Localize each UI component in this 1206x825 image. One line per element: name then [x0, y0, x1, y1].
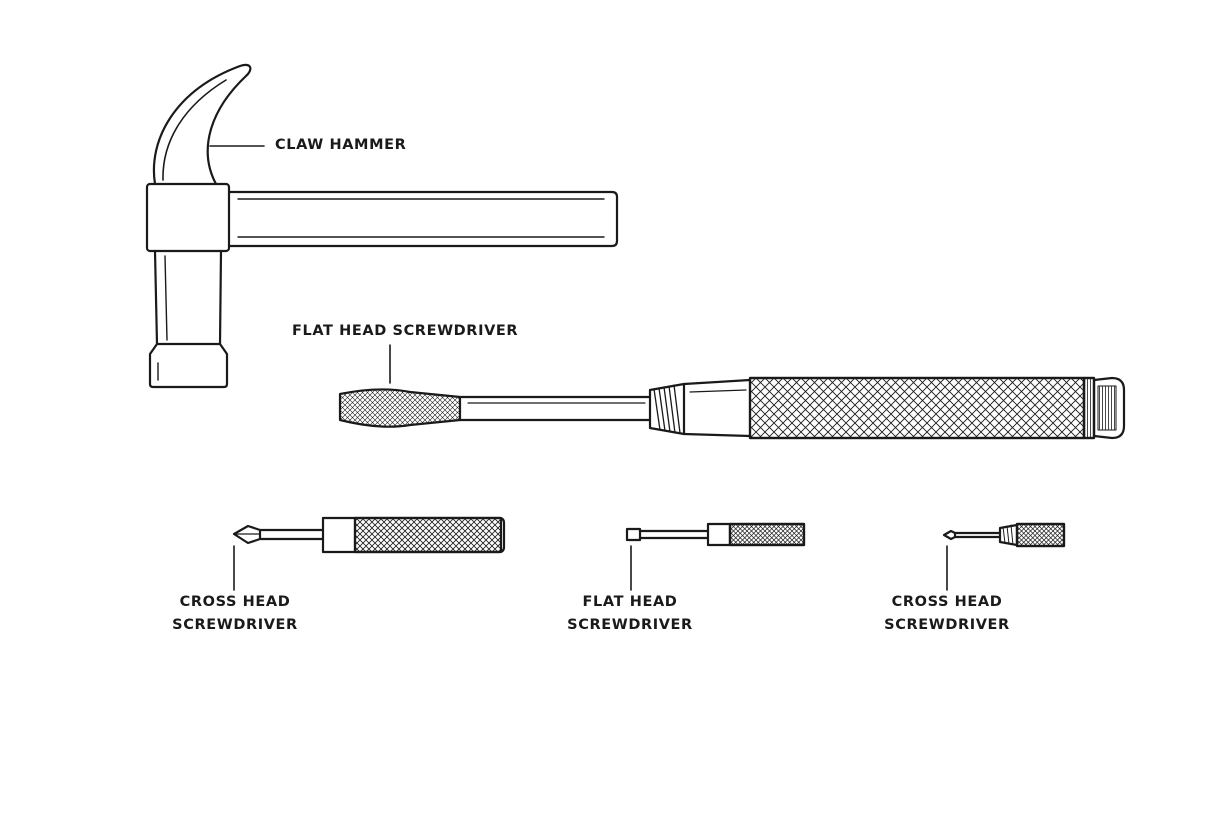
label-line-2: SCREWDRIVER — [884, 617, 1010, 633]
cross-head-screwdriver-small-icon — [942, 522, 1066, 591]
label-flat-head-screwdriver-small: FLAT HEAD SCREWDRIVER — [567, 591, 693, 637]
label-cross-head-screwdriver: CROSS HEAD SCREWDRIVER — [172, 591, 298, 637]
cross-head-screwdriver-icon — [232, 516, 506, 591]
flat-head-screwdriver-small-icon — [625, 522, 806, 591]
label-claw-hammer: CLAW HAMMER — [275, 134, 406, 157]
label-line-1: CROSS HEAD — [891, 594, 1003, 610]
label-line-2: SCREWDRIVER — [567, 617, 693, 633]
label-line-2: SCREWDRIVER — [172, 617, 298, 633]
label-line-1: CROSS HEAD — [179, 594, 291, 610]
claw-hammer-icon — [145, 63, 619, 389]
label-text: CLAW HAMMER — [275, 137, 407, 153]
label-flat-head-screwdriver: FLAT HEAD SCREWDRIVER — [292, 320, 518, 343]
label-text: FLAT HEAD SCREWDRIVER — [292, 323, 519, 339]
flat-head-screwdriver-icon — [338, 344, 1126, 440]
label-line-1: FLAT HEAD — [582, 594, 678, 610]
label-cross-head-screwdriver-small: CROSS HEAD SCREWDRIVER — [884, 591, 1010, 637]
